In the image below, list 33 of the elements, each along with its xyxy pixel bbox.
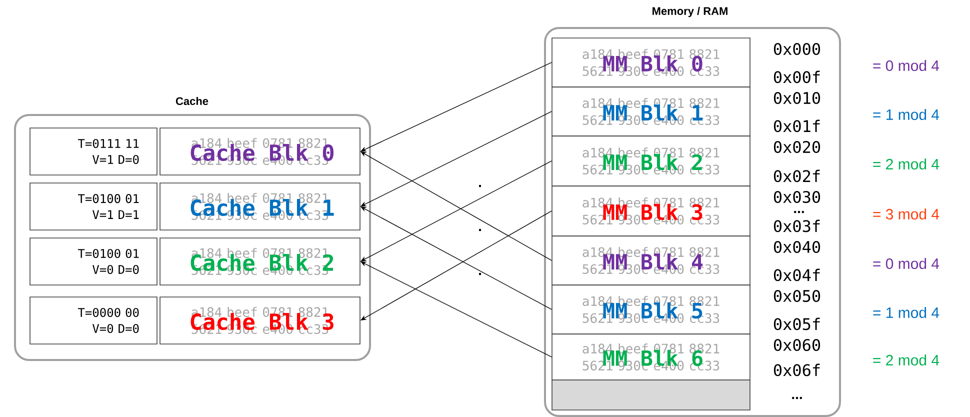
mod-label: = 2 mod 4 bbox=[873, 158, 940, 170]
mod-label: = 0 mod 4 bbox=[873, 258, 940, 269]
node-label: Memory / RAM bbox=[652, 6, 728, 18]
mod-label: = 0 mod 4 bbox=[873, 60, 940, 71]
address-label: 0x01f bbox=[774, 120, 820, 132]
empty-block bbox=[552, 380, 750, 410]
tag-box: T=0100 01 V=0 D=0 bbox=[30, 238, 158, 286]
address-label: 0x05f bbox=[774, 318, 820, 330]
address-label: 0x06f bbox=[774, 364, 820, 376]
tag-box: T=0000 00 V=0 D=0 bbox=[30, 296, 158, 344]
ellipsis: ... bbox=[792, 396, 802, 400]
address-label: 0x02f bbox=[774, 170, 820, 182]
mod-label: = 2 mod 4 bbox=[873, 354, 940, 366]
ellipsis: . bbox=[479, 272, 481, 276]
address-label: 0x050 bbox=[774, 290, 820, 302]
tag-box: T=0111 11 V=1 D=0 bbox=[30, 128, 158, 176]
address-label: 0x04f bbox=[774, 268, 820, 282]
address-label: 0x030 bbox=[774, 190, 820, 204]
address-label: 0x00f bbox=[774, 70, 820, 84]
address-label: 0x020 bbox=[774, 140, 820, 154]
address-label: 0x060 bbox=[774, 338, 820, 352]
node-label: Cache bbox=[176, 96, 208, 106]
address-label: 0x000 bbox=[774, 42, 820, 56]
tag-box: T=0100 01 V=1 D=1 bbox=[30, 182, 158, 230]
address-label: 0x040 bbox=[774, 240, 820, 254]
address-label: 0x03f bbox=[774, 220, 820, 232]
mod-label: = 1 mod 4 bbox=[873, 306, 940, 318]
mod-label: = 1 mod 4 bbox=[873, 108, 940, 120]
ellipsis: ... bbox=[794, 210, 804, 214]
ellipsis: . bbox=[479, 228, 481, 232]
address-label: 0x010 bbox=[774, 92, 820, 104]
mod-label: = 3 mod 4 bbox=[873, 208, 940, 220]
ellipsis: . bbox=[479, 184, 481, 188]
